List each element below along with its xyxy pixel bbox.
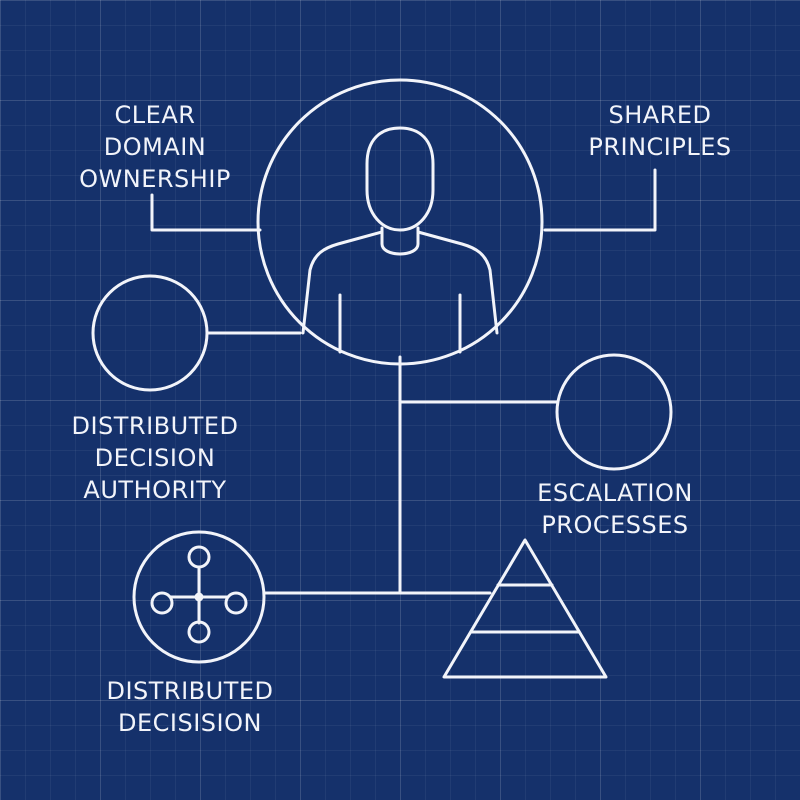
label-line: OWNERSHIP — [79, 165, 231, 193]
label-line: SHARED — [608, 101, 712, 129]
central-circle — [256, 78, 544, 366]
label-line: DISTRIBUTED — [106, 677, 274, 705]
network-hub-circle — [132, 530, 266, 664]
label-line: DECISISION — [118, 709, 262, 737]
connectors — [150, 168, 657, 595]
label-shared-principles: SHARED PRINCIPLES — [580, 99, 740, 163]
label-line: AUTHORITY — [83, 476, 227, 504]
connector-shared-principles — [543, 168, 657, 232]
label-line: PRINCIPLES — [588, 133, 732, 161]
label-line: ESCALATION — [537, 479, 693, 507]
label-distributed-decision-authority: DISTRIBUTED DECISION AUTHORITY — [60, 410, 250, 506]
label-line: CLEAR — [114, 101, 196, 129]
right-node-circle — [555, 353, 673, 471]
network-hub-icon — [150, 545, 248, 644]
label-line: DOMAIN — [103, 133, 207, 161]
pyramid-icon — [442, 538, 608, 679]
central-person-node — [256, 78, 544, 366]
person-icon — [301, 126, 499, 354]
label-escalation-processes: ESCALATION PROCESSES — [525, 477, 705, 541]
label-distributed-decision: DISTRIBUTED DECISISION — [100, 675, 280, 739]
label-clear-domain-ownership: CLEAR DOMAIN OWNERSHIP — [75, 99, 235, 195]
left-node-circle — [91, 274, 209, 392]
label-line: PROCESSES — [541, 511, 689, 539]
network-hub-node — [132, 530, 266, 664]
connector-clear-domain-ownership — [150, 193, 262, 232]
label-line: DISTRIBUTED — [71, 412, 239, 440]
label-line: DECISION — [94, 444, 216, 472]
